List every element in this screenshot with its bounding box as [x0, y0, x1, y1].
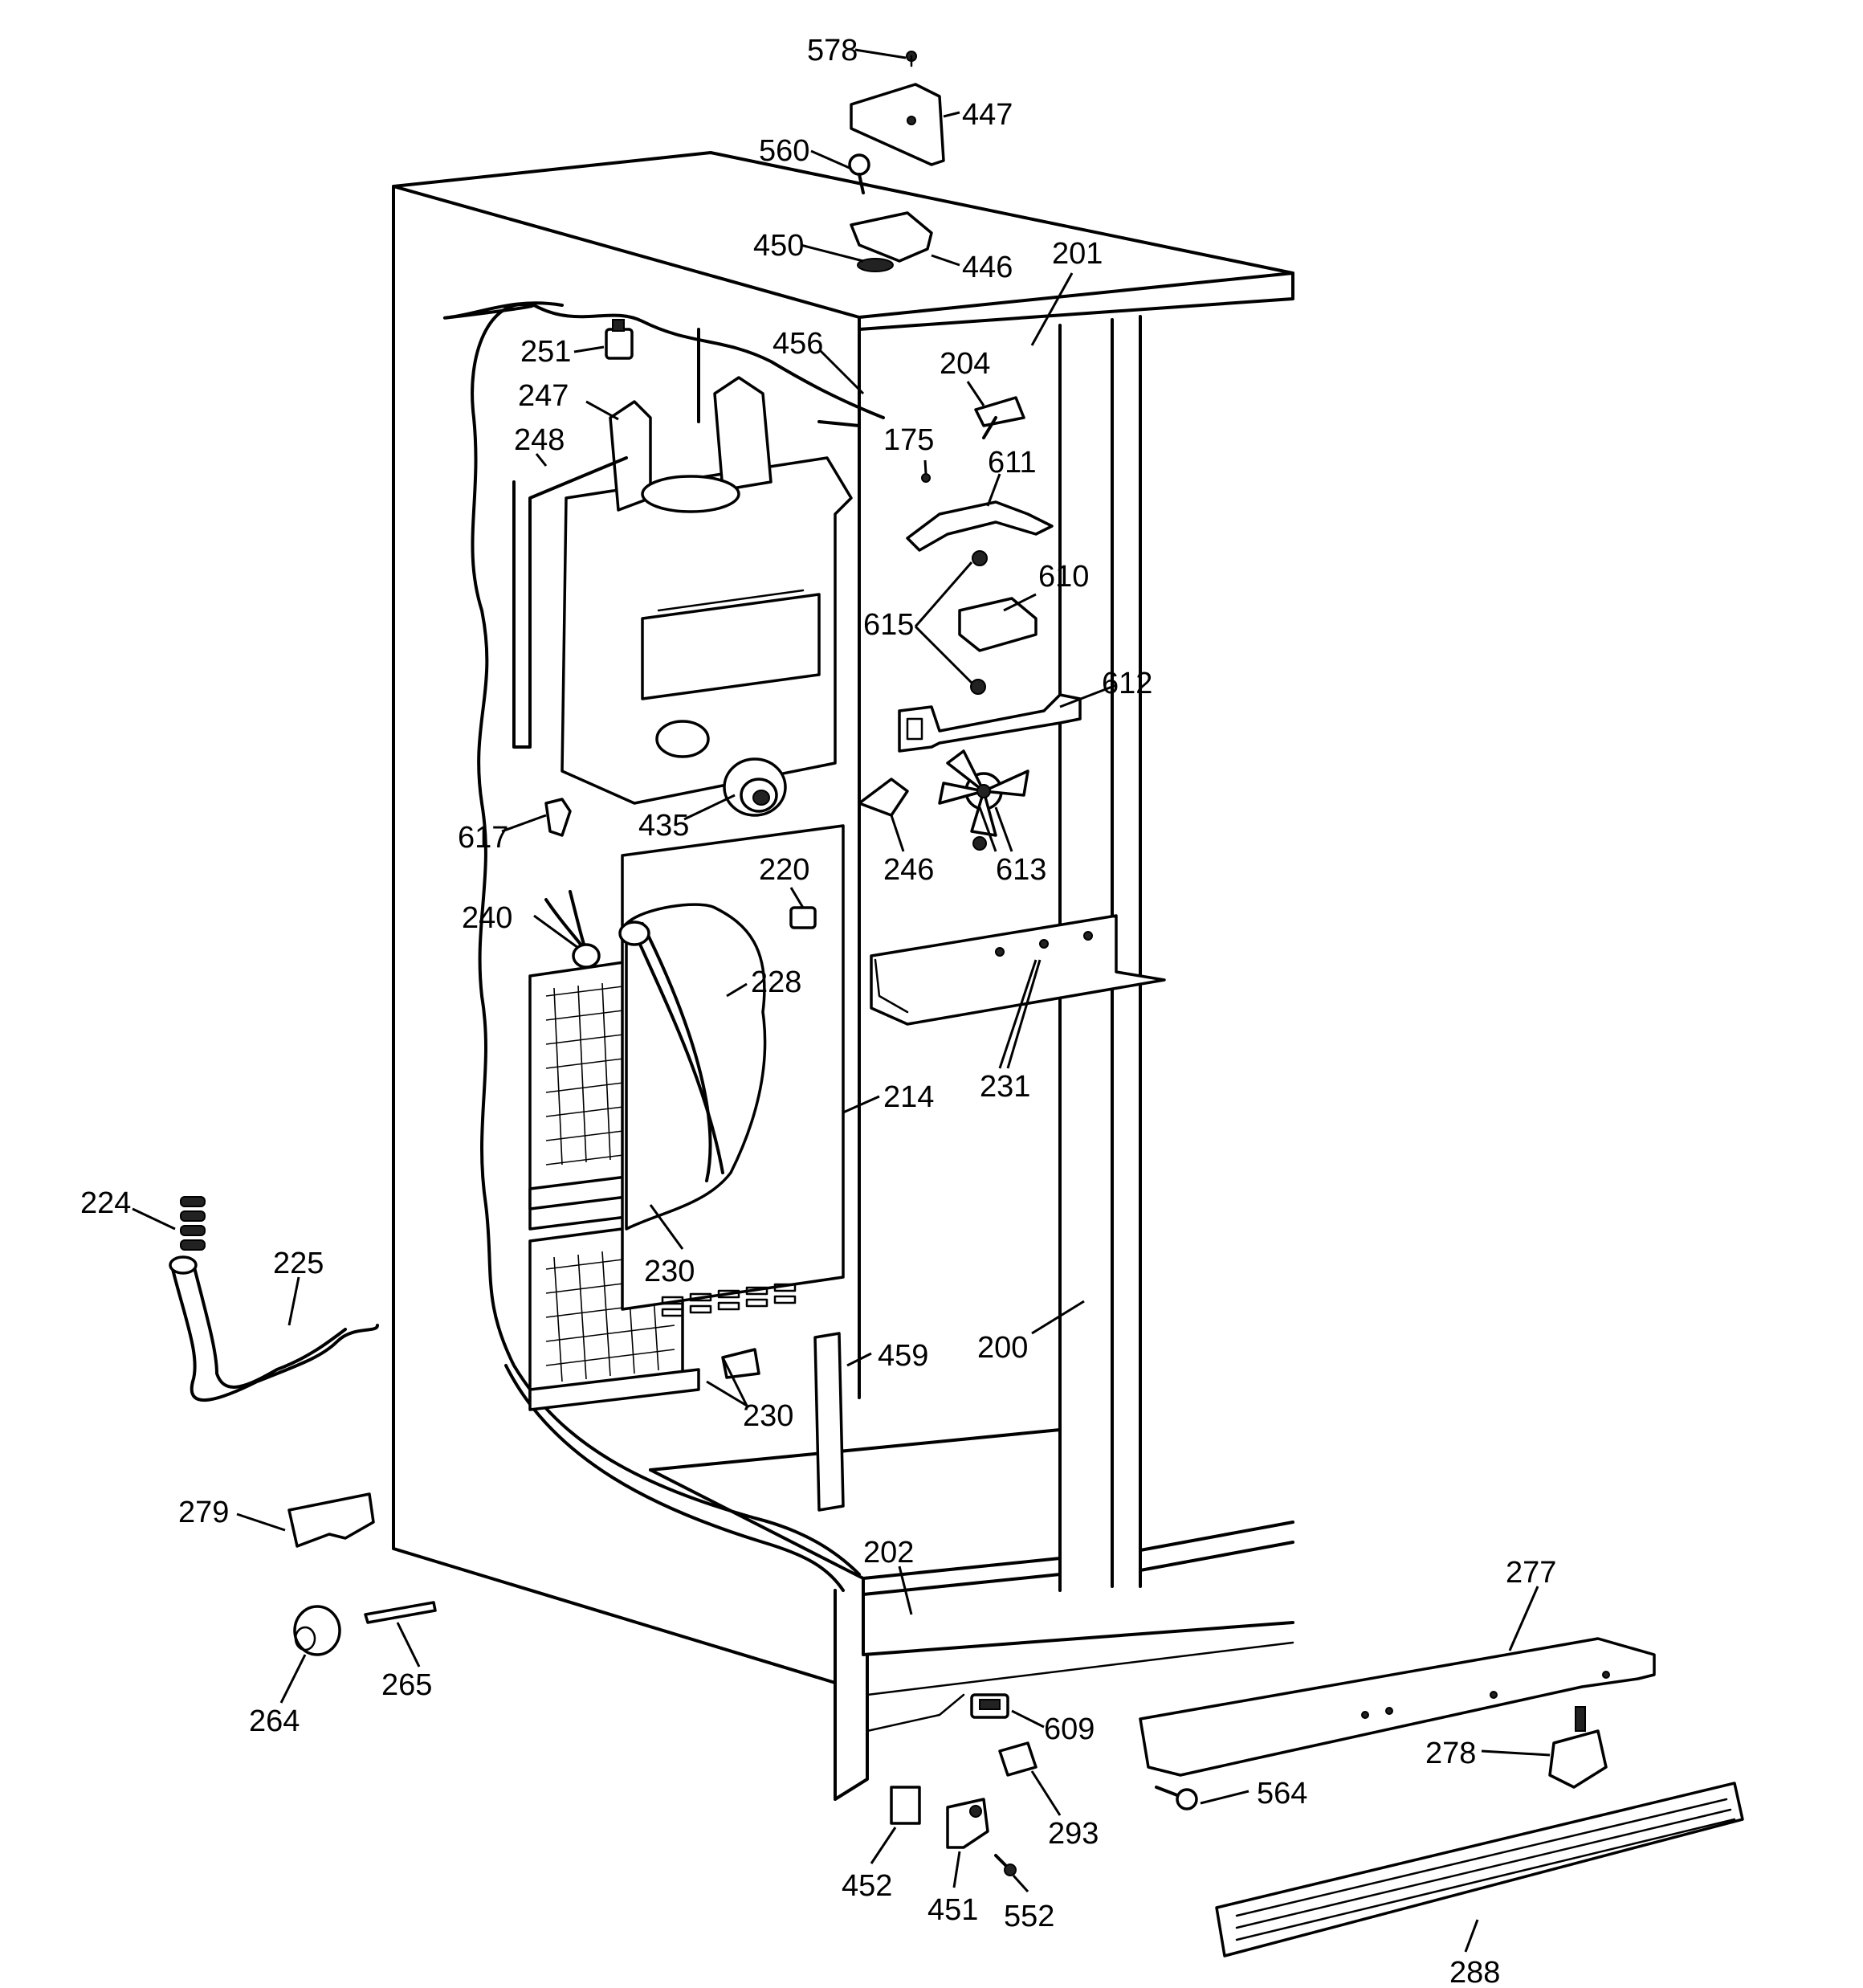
callout-435: 435	[638, 809, 689, 843]
cutaway-edge	[443, 301, 885, 1592]
callout-288: 288	[1449, 1956, 1500, 1988]
callout-613: 613	[996, 853, 1046, 887]
grille-288	[1215, 1782, 1744, 1957]
sensor-251	[605, 319, 634, 360]
callout-450: 450	[753, 229, 804, 263]
bracket-230	[721, 1348, 760, 1379]
fan-grille-435	[723, 757, 787, 817]
callout-617: 617	[458, 821, 508, 855]
callout-279: 279	[178, 1496, 229, 1529]
callout-264: 264	[249, 1704, 300, 1738]
callout-610: 610	[1038, 560, 1089, 594]
control-assembly	[858, 396, 1082, 851]
axle-265	[364, 1601, 437, 1624]
callout-446: 446	[962, 251, 1013, 284]
drain-tube-248	[512, 456, 628, 749]
callout-609: 609	[1044, 1712, 1095, 1746]
callout-452: 452	[842, 1869, 892, 1903]
callout-202: 202	[863, 1536, 914, 1570]
callout-611: 611	[988, 446, 1037, 480]
roller-264	[293, 1605, 341, 1656]
leveling-leg-278	[1548, 1706, 1608, 1789]
clip-293	[998, 1741, 1037, 1777]
callout-447: 447	[962, 98, 1013, 132]
motor-610	[958, 597, 1037, 652]
bracket-612	[898, 693, 1082, 753]
callout-220: 220	[759, 853, 809, 887]
callout-175: 175	[883, 423, 934, 457]
callout-201: 201	[1052, 237, 1103, 271]
callout-564: 564	[1257, 1777, 1307, 1810]
top-hinge-446	[850, 211, 933, 263]
screw-560	[848, 153, 870, 194]
callout-277: 277	[1506, 1556, 1556, 1590]
base-rail-277	[1139, 1637, 1656, 1777]
callout-247: 247	[518, 379, 569, 413]
defrost-thermostat-220	[789, 906, 817, 929]
callout-456: 456	[773, 327, 823, 361]
plate-452	[890, 1786, 921, 1825]
callout-552: 552	[1004, 1900, 1054, 1933]
callout-251: 251	[520, 335, 571, 369]
bracket-611	[906, 500, 1054, 552]
callout-240: 240	[462, 901, 512, 935]
callout-459: 459	[878, 1339, 928, 1373]
switch-609	[970, 1693, 1009, 1719]
evaporator-cover-214	[621, 824, 845, 1317]
grommet-615-top	[972, 550, 988, 566]
hinge-451	[946, 1798, 989, 1849]
shelf-support-231	[870, 914, 1166, 1026]
callout-615: 615	[863, 608, 914, 642]
hinge-cover-447	[850, 83, 945, 166]
trim-459	[813, 1332, 845, 1512]
callout-230b: 230	[743, 1399, 793, 1433]
callout-560: 560	[759, 134, 809, 168]
callout-224: 224	[80, 1186, 131, 1220]
callout-248: 248	[514, 423, 565, 457]
callout-578: 578	[807, 34, 858, 67]
callout-246: 246	[883, 853, 934, 887]
callout-labels: 578 447 560 450 446 201 456 251 204 247 …	[80, 34, 1556, 1988]
rail-holes	[1361, 1671, 1610, 1719]
spring-224	[180, 1196, 206, 1251]
callout-204: 204	[940, 347, 990, 381]
damper-204	[974, 396, 1025, 439]
grommet-615-bottom	[970, 679, 986, 695]
callout-225: 225	[273, 1247, 324, 1280]
screw-552	[994, 1854, 1017, 1876]
drain-hose-225	[169, 1255, 379, 1402]
callout-231: 231	[980, 1070, 1030, 1104]
screw-564	[1155, 1786, 1198, 1810]
fan-shroud-247	[561, 376, 853, 817]
callout-451: 451	[927, 1893, 978, 1927]
fan-blade-613	[938, 749, 1029, 851]
wire-harness-240	[544, 890, 724, 1182]
callout-230a: 230	[644, 1255, 695, 1288]
callout-228: 228	[751, 965, 801, 999]
clip-617	[544, 798, 572, 837]
callout-293: 293	[1048, 1817, 1099, 1851]
top-hinge-group	[848, 51, 945, 272]
screw-175	[921, 473, 931, 483]
callout-278: 278	[1425, 1737, 1476, 1770]
channel-279	[287, 1492, 375, 1548]
callout-265: 265	[381, 1668, 432, 1702]
vent-slots	[661, 1283, 797, 1317]
callout-200: 200	[977, 1331, 1028, 1365]
callout-214: 214	[883, 1080, 934, 1114]
callout-612: 612	[1102, 667, 1152, 700]
bracket-246	[858, 778, 909, 817]
leader-lines	[132, 48, 1551, 1953]
hinge-pin-450	[857, 258, 894, 272]
